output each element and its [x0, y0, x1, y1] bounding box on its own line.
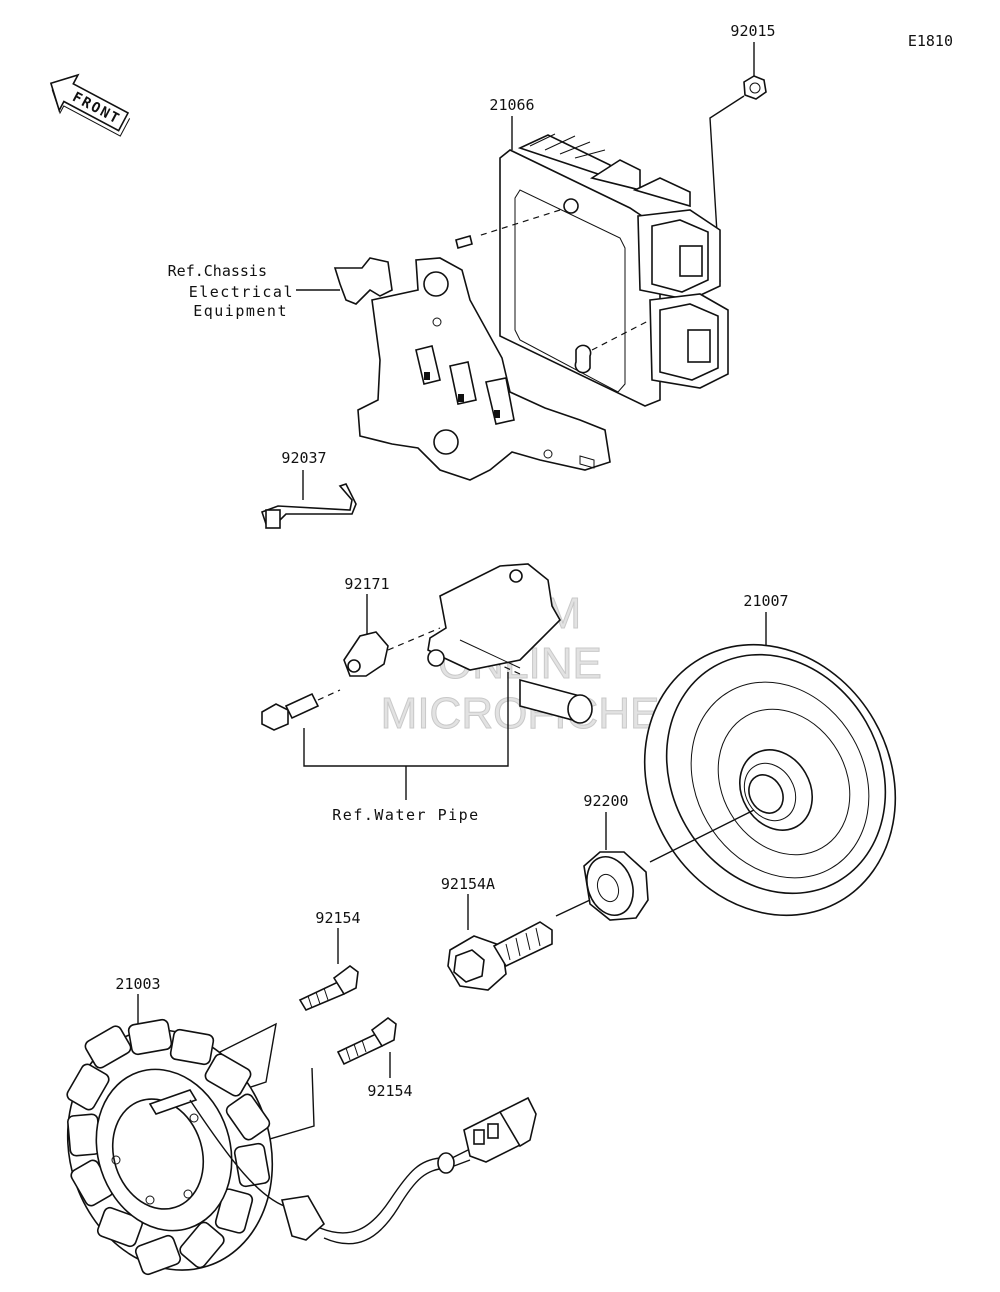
- ref-chassis-line1: Ref.Chassis: [168, 262, 267, 280]
- front-arrow-icon: FRONT: [49, 73, 131, 137]
- water-pipe-bracket: [427, 563, 593, 724]
- part-21066-regulator: [455, 116, 729, 407]
- label-92015: 92015: [730, 22, 775, 40]
- part-21003-stator: [66, 994, 537, 1276]
- part-92154A-bolt: [447, 894, 553, 991]
- part-92171-clamp: [343, 594, 441, 677]
- diagram-code: E1810: [908, 32, 953, 50]
- label-21007: 21007: [743, 592, 788, 610]
- ref-chassis-line2: Electrical: [189, 283, 294, 301]
- water-pipe-bolt: [261, 672, 509, 800]
- label-92154-lower: 92154: [367, 1082, 412, 1100]
- label-92154-upper: 92154: [315, 909, 360, 927]
- label-21003: 21003: [115, 975, 160, 993]
- ref-water-pipe: Ref.Water Pipe: [332, 806, 479, 824]
- chassis-bracket: [296, 257, 611, 481]
- label-92037: 92037: [281, 449, 326, 467]
- label-92154A: 92154A: [441, 875, 495, 893]
- ref-chassis-line3: Equipment: [193, 302, 288, 320]
- label-92171: 92171: [344, 575, 389, 593]
- label-92200: 92200: [583, 792, 628, 810]
- label-21066: 21066: [489, 96, 534, 114]
- part-21007-rotor: [643, 612, 897, 917]
- part-92037-clamp: [260, 470, 357, 529]
- part-92200-washer: [555, 812, 649, 921]
